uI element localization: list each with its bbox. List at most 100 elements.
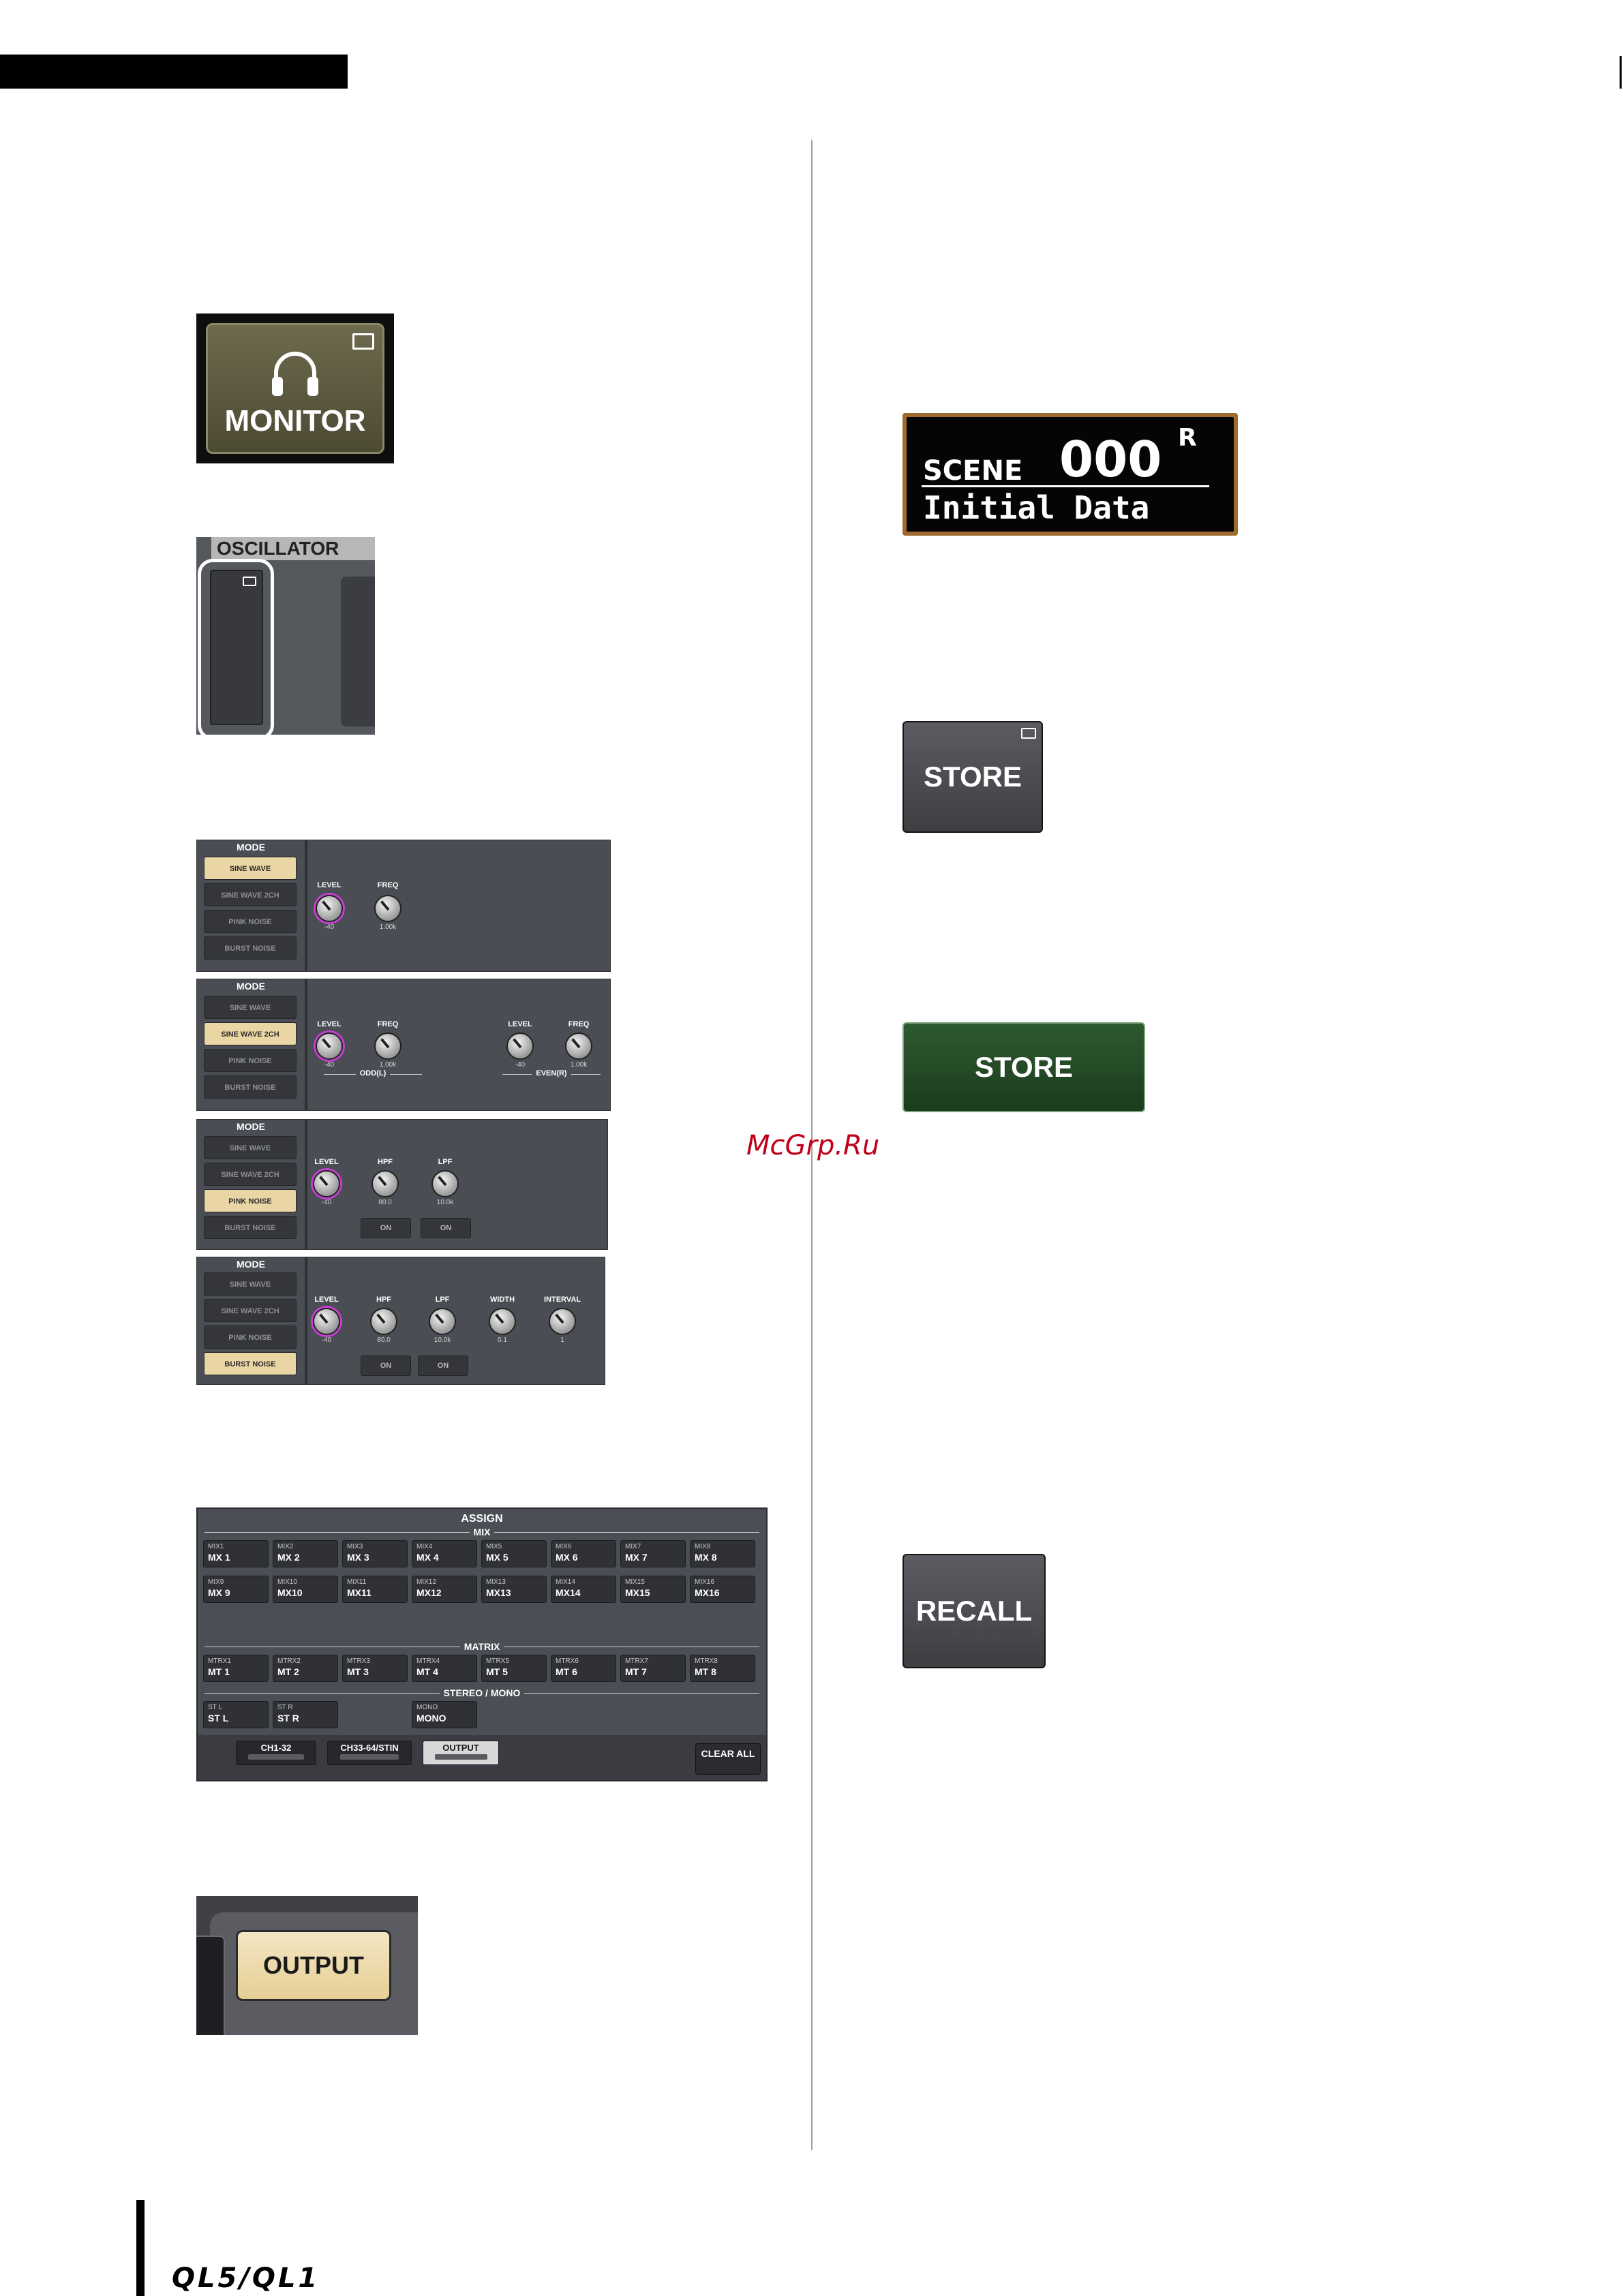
popup-icon xyxy=(243,577,256,586)
hpf-on-button[interactable]: ON xyxy=(361,1356,411,1376)
level-knob-even[interactable] xyxy=(506,1032,534,1060)
scene-display[interactable]: SCENE 000 R Initial Data xyxy=(902,413,1238,536)
level-knob[interactable] xyxy=(313,1308,340,1335)
knob-label: LPF xyxy=(435,1296,450,1304)
monitor-button[interactable]: MONITOR xyxy=(206,323,384,454)
mode-sine-wave-2ch-button[interactable]: SINE WAVE 2CH xyxy=(204,1022,297,1045)
tab-output[interactable]: OUTPUT xyxy=(423,1741,499,1765)
level-knob-odd[interactable] xyxy=(316,1032,343,1060)
tab-ch33-64-stin[interactable]: CH33-64/STIN xyxy=(327,1741,412,1765)
product-logo: QL5/QL1 xyxy=(172,2263,320,2294)
knob-value: 1.00k xyxy=(379,1061,397,1069)
hpf-knob[interactable] xyxy=(371,1170,399,1197)
hpf-knob[interactable] xyxy=(370,1308,397,1335)
freq-knob[interactable] xyxy=(374,895,401,922)
clear-all-button[interactable]: CLEAR ALL xyxy=(695,1743,761,1775)
mode-sine-wave-button[interactable]: SINE WAVE xyxy=(204,857,297,880)
mode-sine-wave-2ch-button[interactable]: SINE WAVE 2CH xyxy=(204,1299,297,1322)
oscillator-popup-button[interactable] xyxy=(210,570,263,725)
knob-label: WIDTH xyxy=(489,1296,515,1304)
knob-label: LEVEL xyxy=(508,1020,532,1028)
store-confirm-button[interactable]: STORE xyxy=(902,1022,1145,1112)
output-button[interactable]: OUTPUT xyxy=(236,1930,391,2001)
mode-selector: MODE SINE WAVE SINE WAVE 2CH PINK NOISE … xyxy=(197,1257,307,1384)
monitor-label: MONITOR xyxy=(224,404,366,438)
knob-label: LEVEL xyxy=(317,881,342,889)
mode-burst-noise-button[interactable]: BURST NOISE xyxy=(204,1352,297,1375)
knob-value: -40 xyxy=(515,1061,526,1069)
width-knob[interactable] xyxy=(489,1308,516,1335)
freq-knob-even[interactable] xyxy=(565,1032,592,1060)
mode-burst-noise-button[interactable]: BURST NOISE xyxy=(204,1216,297,1239)
assign-footer: CH1-32 CH33-64/STIN OUTPUT CLEAR ALL xyxy=(198,1735,766,1780)
knob-value: 10.0k xyxy=(434,1336,451,1344)
knob-label: LEVEL xyxy=(317,1020,342,1028)
mode-title: MODE xyxy=(237,842,265,853)
mode-pink-noise-button[interactable]: PINK NOISE xyxy=(204,1326,297,1349)
mode-burst-noise-button[interactable]: BURST NOISE xyxy=(204,936,297,960)
mode-sine-wave-button[interactable]: SINE WAVE xyxy=(204,996,297,1019)
oscillator-panel: OSCILLATOR xyxy=(196,537,375,740)
tab-ch1-32[interactable]: CH1-32 xyxy=(236,1741,316,1765)
mode-selector: MODE SINE WAVE SINE WAVE 2CH PINK NOISE … xyxy=(197,979,307,1110)
mode-pink-noise-button[interactable]: PINK NOISE xyxy=(204,1049,297,1072)
store-button[interactable]: STORE xyxy=(902,721,1043,833)
lpf-knob[interactable] xyxy=(431,1170,459,1197)
mode-pink-noise-button[interactable]: PINK NOISE xyxy=(204,1189,297,1212)
mode-sine-wave-button[interactable]: SINE WAVE xyxy=(204,1136,297,1159)
interval-knob[interactable] xyxy=(549,1308,576,1335)
knob-label: FREQ xyxy=(377,881,399,889)
header-edge-mark xyxy=(1620,56,1622,89)
mode-panel-sine-wave: MODE SINE WAVE SINE WAVE 2CH PINK NOISE … xyxy=(196,840,611,972)
freq-knob-odd[interactable] xyxy=(374,1032,401,1060)
mode-panel-burst-noise: MODE SINE WAVE SINE WAVE 2CH PINK NOISE … xyxy=(196,1257,605,1385)
mode-selector: MODE SINE WAVE SINE WAVE 2CH PINK NOISE … xyxy=(197,840,307,971)
lpf-on-button[interactable]: ON xyxy=(418,1356,468,1376)
scene-divider xyxy=(922,485,1209,487)
popup-icon xyxy=(352,333,374,350)
mode-burst-noise-button[interactable]: BURST NOISE xyxy=(204,1075,297,1099)
watermark: McGrp.Ru xyxy=(746,1130,880,1161)
hpf-on-button[interactable]: ON xyxy=(361,1218,411,1238)
mode-sine-wave-2ch-button[interactable]: SINE WAVE 2CH xyxy=(204,883,297,906)
level-knob[interactable] xyxy=(313,1170,340,1197)
mode-sine-wave-button[interactable]: SINE WAVE xyxy=(204,1272,297,1296)
recall-button[interactable]: RECALL xyxy=(902,1554,1046,1668)
knob-label: FREQ xyxy=(377,1020,399,1028)
lpf-on-button[interactable]: ON xyxy=(421,1218,471,1238)
output-button-image: OUTPUT xyxy=(196,1896,418,2035)
level-knob[interactable] xyxy=(316,895,343,922)
mode-pink-noise-button[interactable]: PINK NOISE xyxy=(204,910,297,933)
mode-panel-pink-noise: MODE SINE WAVE SINE WAVE 2CH PINK NOISE … xyxy=(196,1119,608,1250)
lpf-knob[interactable] xyxy=(429,1308,456,1335)
mode-sine-wave-2ch-button[interactable]: SINE WAVE 2CH xyxy=(204,1163,297,1186)
